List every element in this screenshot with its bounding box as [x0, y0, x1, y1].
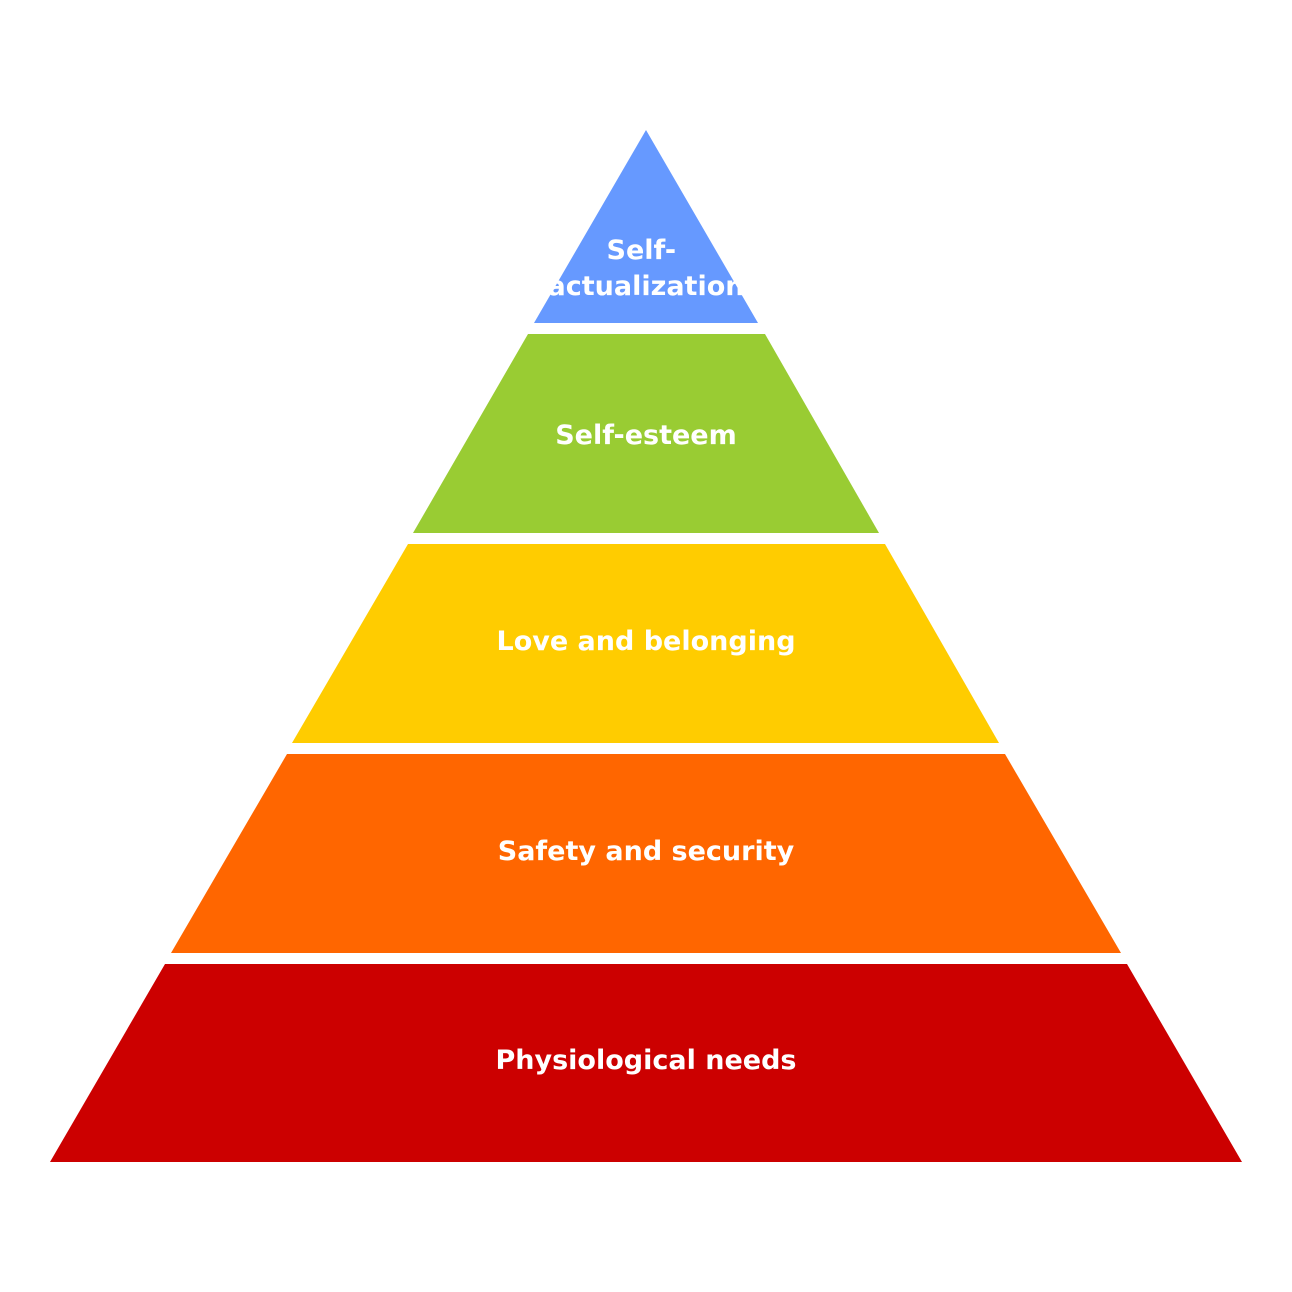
svg-text:Love and belonging: Love and belonging — [496, 626, 795, 657]
tier-self-actualization: Self- actualization — [534, 130, 758, 323]
tier-physiological-needs-shape — [50, 964, 1242, 1162]
tier-self-esteem: Self-esteem — [413, 334, 879, 533]
tier-self-actualization-label-line-1: Self- — [607, 235, 677, 266]
svg-text:Physiological needs: Physiological needs — [496, 1045, 797, 1076]
tier-self-actualization-label-line-2: actualization — [548, 271, 745, 302]
svg-text:Self- actualization: Self- actualization — [548, 235, 745, 302]
tier-self-esteem-shape — [413, 334, 879, 533]
tier-physiological-needs: Physiological needs — [50, 964, 1242, 1162]
svg-text:Safety and security: Safety and security — [498, 836, 795, 867]
tier-safety-and-security: Safety and security — [171, 754, 1121, 953]
tier-love-and-belonging-label: Love and belonging — [496, 626, 795, 657]
tier-self-actualization-shape — [534, 130, 758, 323]
tier-safety-and-security-label: Safety and security — [498, 836, 795, 867]
tier-safety-and-security-shape — [171, 754, 1121, 953]
tier-love-and-belonging: Love and belonging — [292, 544, 999, 743]
tier-physiological-needs-label: Physiological needs — [496, 1045, 797, 1076]
tier-self-esteem-label: Self-esteem — [555, 420, 737, 451]
tier-love-and-belonging-shape — [292, 544, 999, 743]
svg-text:Self-esteem: Self-esteem — [555, 420, 737, 451]
